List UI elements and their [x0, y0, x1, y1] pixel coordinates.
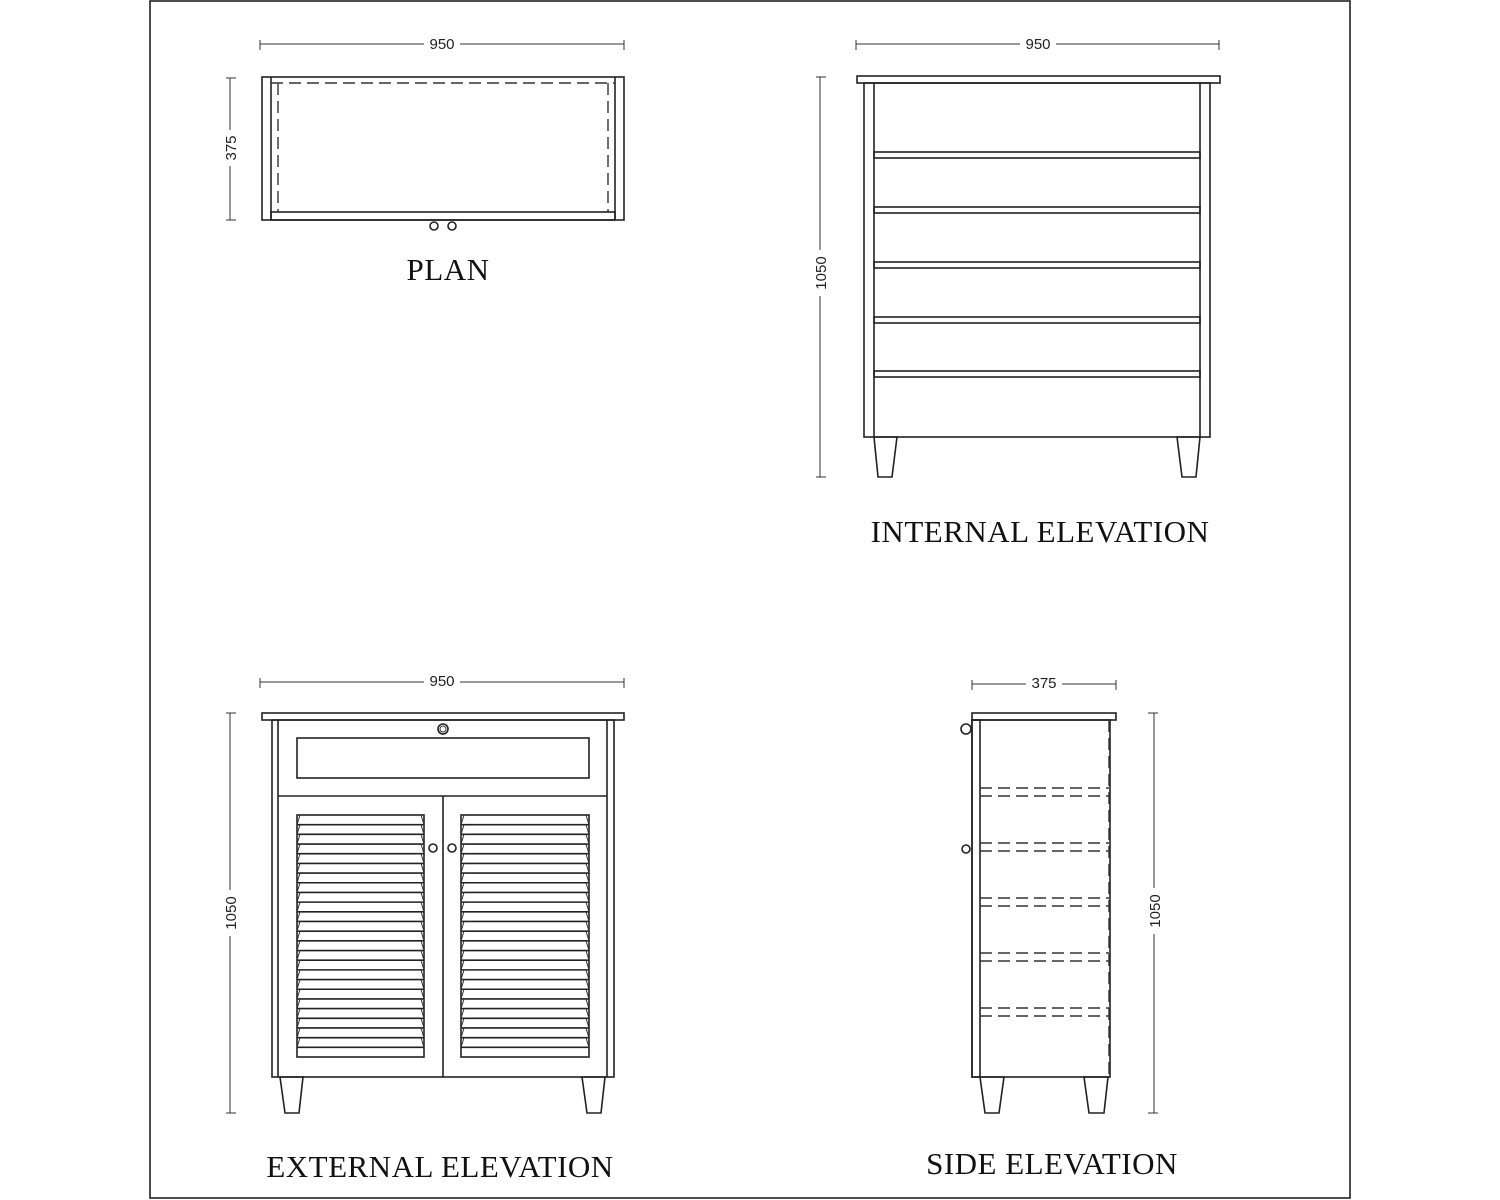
side-height-label: 1050 — [1147, 894, 1164, 927]
drawer-knob-icon — [960, 723, 972, 735]
drawer-knob-icon — [437, 723, 449, 735]
shelf — [873, 261, 1201, 269]
external-width-label: 950 — [429, 673, 454, 690]
side-elevation-view: 375 1050 SIDE ELEVATION — [926, 675, 1178, 1181]
leg — [1176, 436, 1201, 478]
external-elevation-view: 950 1050 EXTERNAL ELEVATION — [221, 673, 625, 1184]
shelf — [873, 370, 1201, 378]
leg — [1083, 1076, 1109, 1114]
sheet-border — [149, 0, 1351, 1199]
shelf — [873, 316, 1201, 324]
side-elevation-title: SIDE ELEVATION — [926, 1146, 1178, 1181]
internal-width-label: 950 — [1025, 36, 1050, 53]
plan-title: PLAN — [407, 252, 490, 287]
side-width-label: 375 — [1031, 675, 1056, 692]
leg — [979, 1076, 1005, 1114]
knob-icon — [429, 221, 439, 231]
left-door — [296, 814, 425, 1058]
leg — [581, 1076, 606, 1114]
drawer-front — [296, 737, 590, 779]
leg — [873, 436, 898, 478]
right-door — [460, 814, 590, 1058]
knob-icon — [447, 843, 457, 853]
internal-elevation-view: 950 1050 INTERNAL ELEVATION — [811, 36, 1221, 549]
internal-height-label: 1050 — [813, 256, 830, 289]
plan-view: 950 375 PLAN — [221, 36, 625, 287]
knob-icon — [447, 221, 457, 231]
leg — [279, 1076, 304, 1114]
shelf — [873, 206, 1201, 214]
plan-width-label: 950 — [429, 36, 454, 53]
knob-icon — [961, 844, 971, 854]
shelf — [873, 151, 1201, 159]
external-height-label: 1050 — [223, 896, 240, 929]
louver-doors — [296, 814, 590, 1058]
internal-elevation-title: INTERNAL ELEVATION — [871, 514, 1210, 549]
external-elevation-title: EXTERNAL ELEVATION — [266, 1149, 613, 1184]
plan-depth-label: 375 — [223, 135, 240, 160]
knob-icon — [428, 843, 438, 853]
